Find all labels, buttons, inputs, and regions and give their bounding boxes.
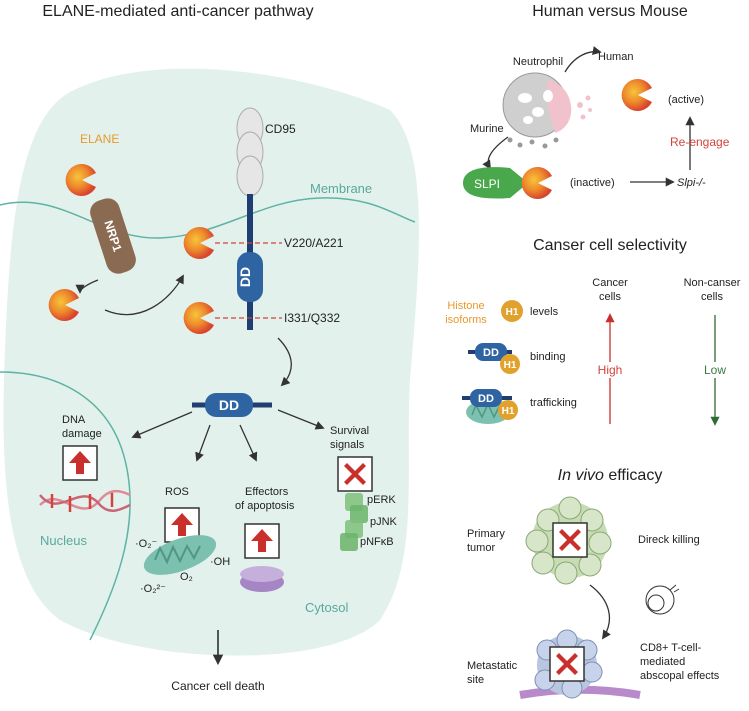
reengage-label: Re-engage	[670, 135, 730, 149]
invivo-title: In vivo efficacy	[558, 467, 663, 484]
arrow-to-dna-damage	[131, 411, 193, 439]
selectivity-title: Canser cell selectivity	[533, 237, 687, 254]
cd8-label-1: CD8+ T-cell-	[640, 642, 702, 654]
slpi-ko-label: Slpi-/-	[677, 177, 706, 189]
svg-text:DD: DD	[219, 397, 239, 413]
survival-blocked-icon	[337, 456, 373, 492]
metastatic-killed-icon	[549, 646, 585, 682]
nucleus-boundary	[0, 371, 131, 641]
arrow-elane-to-cd95	[104, 274, 184, 316]
murine-label: Murine	[470, 123, 504, 135]
levels-label: levels	[530, 306, 559, 318]
dd-h1-trafficking-icon: DD H1	[462, 389, 518, 424]
trafficking-label: trafficking	[530, 397, 577, 409]
metastatic-label-2: site	[467, 674, 484, 686]
membrane-label: Membrane	[310, 181, 372, 196]
dna-damage-label-2: damage	[62, 428, 102, 440]
pnfkb-label: pNFκB	[360, 536, 394, 548]
arrow-to-effectors	[239, 424, 258, 462]
elane-label: ELANE	[80, 132, 119, 146]
direct-killing-label: Direck killing	[638, 534, 700, 546]
binding-label: binding	[530, 351, 565, 363]
neutrophil-icon	[502, 72, 592, 149]
histone-label-1: Histone	[447, 300, 484, 312]
perk-label: pERK	[367, 494, 396, 506]
cell-death-label: Cancer cell death	[171, 679, 264, 693]
low-label: Low	[704, 363, 726, 377]
noncancer-cells-label-2: cells	[701, 291, 724, 303]
slpi-complex-icon: SLPI	[463, 167, 528, 199]
survival-label-2: signals	[330, 439, 365, 451]
low-label-bg	[701, 362, 729, 378]
murine-elane-inactive	[521, 167, 552, 199]
cd95-receptor: DD	[236, 107, 264, 330]
arrow-to-released-dd	[277, 337, 292, 387]
metastatic-label-1: Metastatic	[467, 660, 518, 672]
survival-label-1: Survival	[330, 425, 369, 437]
nrp1-receptor: NRP1	[90, 198, 136, 274]
dna-helix-icon	[39, 489, 131, 512]
site-v220-label: V220/A221	[284, 236, 344, 250]
arrow-primary-to-metastatic	[589, 584, 611, 640]
kinase-stack-icon	[340, 493, 368, 551]
effectors-up-icon	[244, 523, 280, 559]
ros-oh-label: ·OH	[210, 556, 230, 568]
arrow-to-survival	[277, 409, 325, 430]
pjnk-label: pJNK	[370, 516, 398, 528]
t-cell-icon	[645, 584, 680, 615]
svg-text:H1: H1	[504, 360, 517, 371]
primary-tumor-killed-icon	[552, 522, 588, 558]
cd8-label-3: abscopal effects	[640, 670, 720, 682]
histone-label-2: isoforms	[445, 314, 487, 326]
released-dd-domain: DD	[192, 393, 272, 417]
svg-text:H1: H1	[502, 406, 515, 417]
active-label: (active)	[668, 94, 704, 106]
neutrophil-label: Neutrophil	[513, 56, 563, 68]
arrow-to-ros	[195, 424, 211, 462]
ros-o22-label: ·O₂²⁻	[140, 583, 166, 595]
apoptosis-effector-icon	[240, 566, 284, 592]
svg-text:DD: DD	[237, 267, 253, 287]
human-mouse-title: Human versus Mouse	[532, 3, 688, 20]
dna-damage-up-icon	[62, 445, 98, 481]
human-elane-active	[621, 79, 652, 111]
h1-histone-icon: H1	[501, 300, 523, 322]
effectors-label-2: of apoptosis	[235, 500, 295, 512]
membrane-line	[0, 197, 416, 239]
svg-text:DD: DD	[483, 347, 499, 359]
left-panel-title: ELANE-mediated anti-cancer pathway	[42, 3, 313, 20]
inactive-label: (inactive)	[570, 177, 615, 189]
arrow-to-human	[564, 46, 602, 73]
dna-damage-label-1: DNA	[62, 414, 86, 426]
mitochondrion-icon	[143, 535, 217, 575]
arrow-nrp1-to-elane	[75, 279, 99, 294]
site-i331-label: I331/Q332	[284, 311, 340, 325]
cytosol-label: Cytosol	[305, 600, 348, 615]
ros-o2-label: ·O₂⁻	[135, 538, 157, 550]
dd-h1-binding-icon: DD H1	[468, 343, 520, 374]
high-label: High	[598, 363, 623, 377]
noncancer-cells-label-1: Non-canser	[684, 277, 741, 289]
nucleus-label: Nucleus	[40, 533, 87, 548]
ros-o2b-label: O₂	[180, 571, 193, 583]
primary-tumor-label-1: Primary	[467, 528, 505, 540]
primary-tumor-label-2: tumor	[467, 542, 495, 554]
svg-text:H1: H1	[506, 307, 519, 318]
effectors-label-1: Effectors	[245, 486, 289, 498]
cd8-label-2: mediated	[640, 656, 685, 668]
svg-text:DD: DD	[478, 393, 494, 405]
ros-label: ROS	[165, 486, 189, 498]
high-label-bg	[594, 362, 626, 378]
cancer-cells-label-2: cells	[599, 291, 622, 303]
human-label: Human	[598, 51, 633, 63]
cd95-label: CD95	[265, 122, 296, 136]
svg-text:SLPI: SLPI	[474, 177, 500, 191]
arrow-to-murine	[482, 136, 509, 170]
cancer-cells-label-1: Cancer	[592, 277, 628, 289]
